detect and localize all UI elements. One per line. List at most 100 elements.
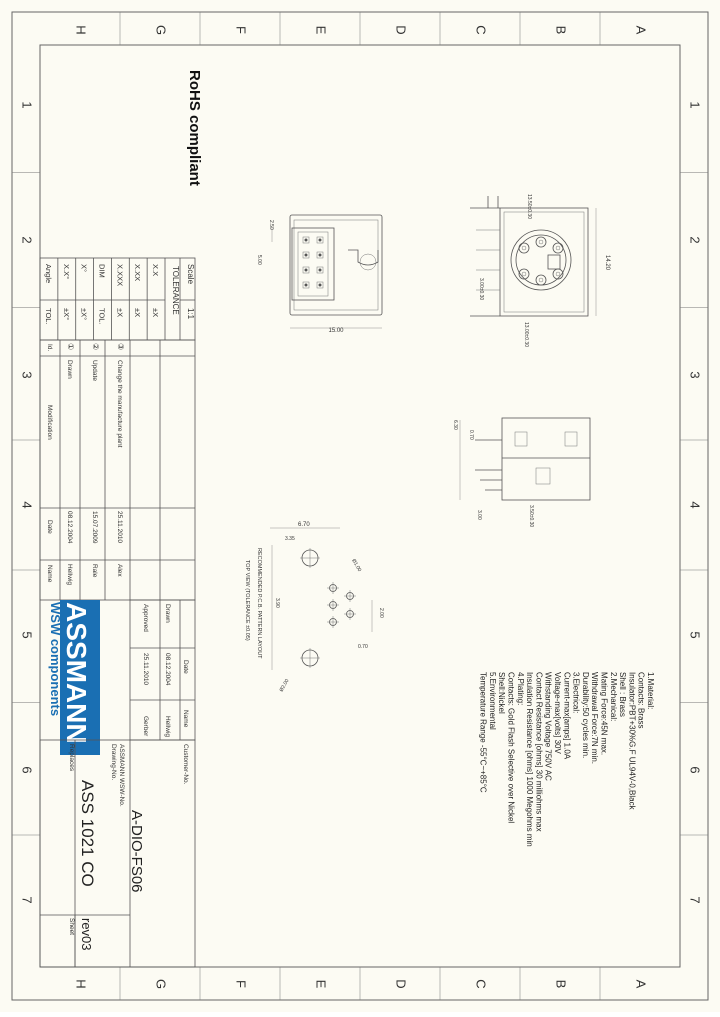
zone-col-d-top: D: [394, 25, 409, 34]
pcb-dim-b: 3.35: [285, 536, 295, 542]
sheet-label: Sheet: [68, 918, 75, 935]
spec-line: Insulator:PBT+30%G.F UL94V-0,Black: [627, 672, 636, 811]
approval-date-heading: Date: [182, 660, 189, 674]
spec-line: Shell : Brass: [618, 672, 627, 717]
top-width-dim: 15.00: [328, 328, 344, 334]
spec-text: 1.Material:Contacts: BrassInsulator:PBT+…: [479, 672, 655, 847]
rev-id: ①: [66, 343, 75, 350]
drawing-no-label: Drawing-No.: [110, 744, 117, 780]
top-row-dim: 5.00: [256, 255, 262, 265]
scale-label: Scale: [186, 264, 195, 285]
spec-line: 1.Material:: [646, 672, 655, 709]
zone-col-b-top: B: [554, 26, 569, 35]
logo-subtitle: WSW components: [48, 602, 63, 716]
top-view: 15.00 2.50 5.00: [256, 214, 383, 334]
drawn-date: 08.12.2004: [164, 653, 171, 686]
tolerance-dim: X.X°: [62, 264, 71, 279]
approved-date: 25.11.2010: [142, 653, 149, 685]
spec-line: Current-max[amps] 1.0A: [562, 672, 571, 760]
zone-col-g-top: G: [154, 25, 169, 35]
approval-table: Date Name Drawn 08.12.2004 Hellwig Appro…: [129, 599, 196, 741]
revision-number: rev03: [79, 918, 94, 951]
rev-id: ③: [116, 343, 125, 350]
zone-row-7-left: 7: [20, 896, 35, 903]
drawn-name: Hellwig: [164, 716, 171, 737]
pcb-dim-f: Ø1.00: [350, 558, 362, 573]
rev-name: Rale: [91, 564, 98, 578]
zone-row-3-right: 3: [688, 371, 703, 378]
pcb-layout: 6.70 3.35 3.90 0.70 2.00 Ø1.00 Ø2.00 REC…: [244, 522, 384, 693]
tolerance-dim: Angle: [44, 264, 53, 283]
drawn-label: Drawn: [164, 604, 171, 623]
tolerance-dim: X.X: [151, 264, 160, 276]
side-view: 6.30 3.50±0.30 0.70 3.00: [452, 417, 591, 527]
spec-line: 5.Environmental: [488, 672, 497, 730]
spec-line: Insulation Resistance [ohms] 1000 Megohm…: [525, 672, 534, 847]
side-height-dim: 14.20: [604, 255, 610, 271]
rev-id: ②: [91, 343, 100, 350]
zone-row-6-left: 6: [20, 766, 35, 773]
rev-date: 08.12.2004: [66, 511, 73, 544]
tolerance-value: ±X°: [62, 308, 71, 320]
approved-label: Approved: [142, 604, 149, 632]
side-width-dim: 13.50±0.30: [526, 194, 532, 219]
zone-row-4-left: 4: [20, 501, 35, 508]
approved-name: Gerber: [142, 716, 149, 737]
zone-col-c-top: C: [474, 25, 489, 34]
spec-line: 3.Electrical:: [572, 672, 581, 713]
spec-line: Contacts: Gold Flash Selective over Nick…: [507, 672, 516, 823]
zone-col-g-bottom: G: [154, 979, 169, 989]
pcb-dim-a: 6.70: [298, 522, 310, 528]
rev-name: Alex: [116, 564, 123, 577]
assmann-no-label: ASSMANN WSW-No.: [118, 744, 125, 807]
assmann-logo: ASSMANN WSW components: [48, 600, 100, 755]
rev-name: Hellwig: [66, 564, 73, 585]
rev-modification: Drawn: [66, 360, 73, 379]
side-depth-dim: 13.00±0.30: [523, 322, 529, 347]
spec-line: 2.Mechanical:: [609, 672, 618, 721]
zone-row-2-right: 2: [688, 236, 703, 243]
spec-line: Contact Resistance [ohms] 30 milliohms m…: [534, 672, 543, 832]
zone-col-c-bottom: C: [474, 979, 489, 988]
zone-row-1-left: 1: [20, 101, 35, 108]
end-dim-d: 3.00: [476, 510, 482, 520]
zone-col-a-top: A: [634, 26, 649, 35]
tolerance-value: TOL.: [98, 308, 107, 325]
title-block: Customer-No. ASSMANN WSW-No. A-DIO-FS06 …: [39, 739, 196, 968]
tolerance-dim: X°: [80, 264, 89, 272]
outer-border: [11, 11, 709, 1001]
zone-col-f-bottom: F: [234, 980, 249, 988]
spec-line: 4.Plating:: [516, 672, 525, 705]
rev-date: 15.07.2009: [91, 511, 98, 544]
rev-modification: Change the manufacture plant: [116, 360, 123, 448]
pcb-note-1: RECOMMENDED P.C.B. PATTERN LAYOUT: [256, 548, 262, 659]
zone-row-2-left: 2: [20, 236, 35, 243]
tolerance-dim: X.XXX: [115, 264, 124, 286]
replaces-label: Replaces: [68, 744, 75, 772]
spec-line: Mating Force:45N max.: [600, 672, 609, 755]
logo-wordmark: ASSMANN: [61, 602, 92, 744]
rev-header-id: Id.: [46, 344, 53, 351]
zone-col-h-bottom: H: [74, 979, 89, 988]
spec-line: Durability:50 cycles min.: [581, 672, 590, 758]
spec-line: Withstanding Voltage 750V AC: [544, 672, 553, 781]
zone-row-1-right: 1: [688, 101, 703, 108]
rohs-label: RoHS compliant: [186, 70, 203, 186]
zone-row-7-right: 7: [688, 896, 703, 903]
front-view: 13.50±0.30 14.20 13.00±0.30 3.00±0.30: [470, 194, 610, 347]
zone-col-e-bottom: E: [314, 980, 329, 989]
end-dim-c: 0.70: [468, 430, 474, 440]
tolerance-table: Scale 1:1 TOLERANCE X.X±XX.XX±XX.XXX±XDI…: [39, 257, 196, 341]
zone-row-5-right: 5: [688, 631, 703, 638]
tolerance-dim: X.XX: [133, 264, 142, 281]
pcb-dim-d: 0.70: [358, 644, 368, 650]
tolerance-value: TOL.: [44, 308, 53, 325]
approval-name-heading: Name: [182, 710, 189, 728]
top-pitch-dim: 2.50: [268, 220, 274, 230]
spec-line: Shell:Nickel: [497, 672, 506, 714]
zone-row-4-right: 4: [688, 501, 703, 508]
end-dim-a: 6.30: [452, 420, 458, 430]
